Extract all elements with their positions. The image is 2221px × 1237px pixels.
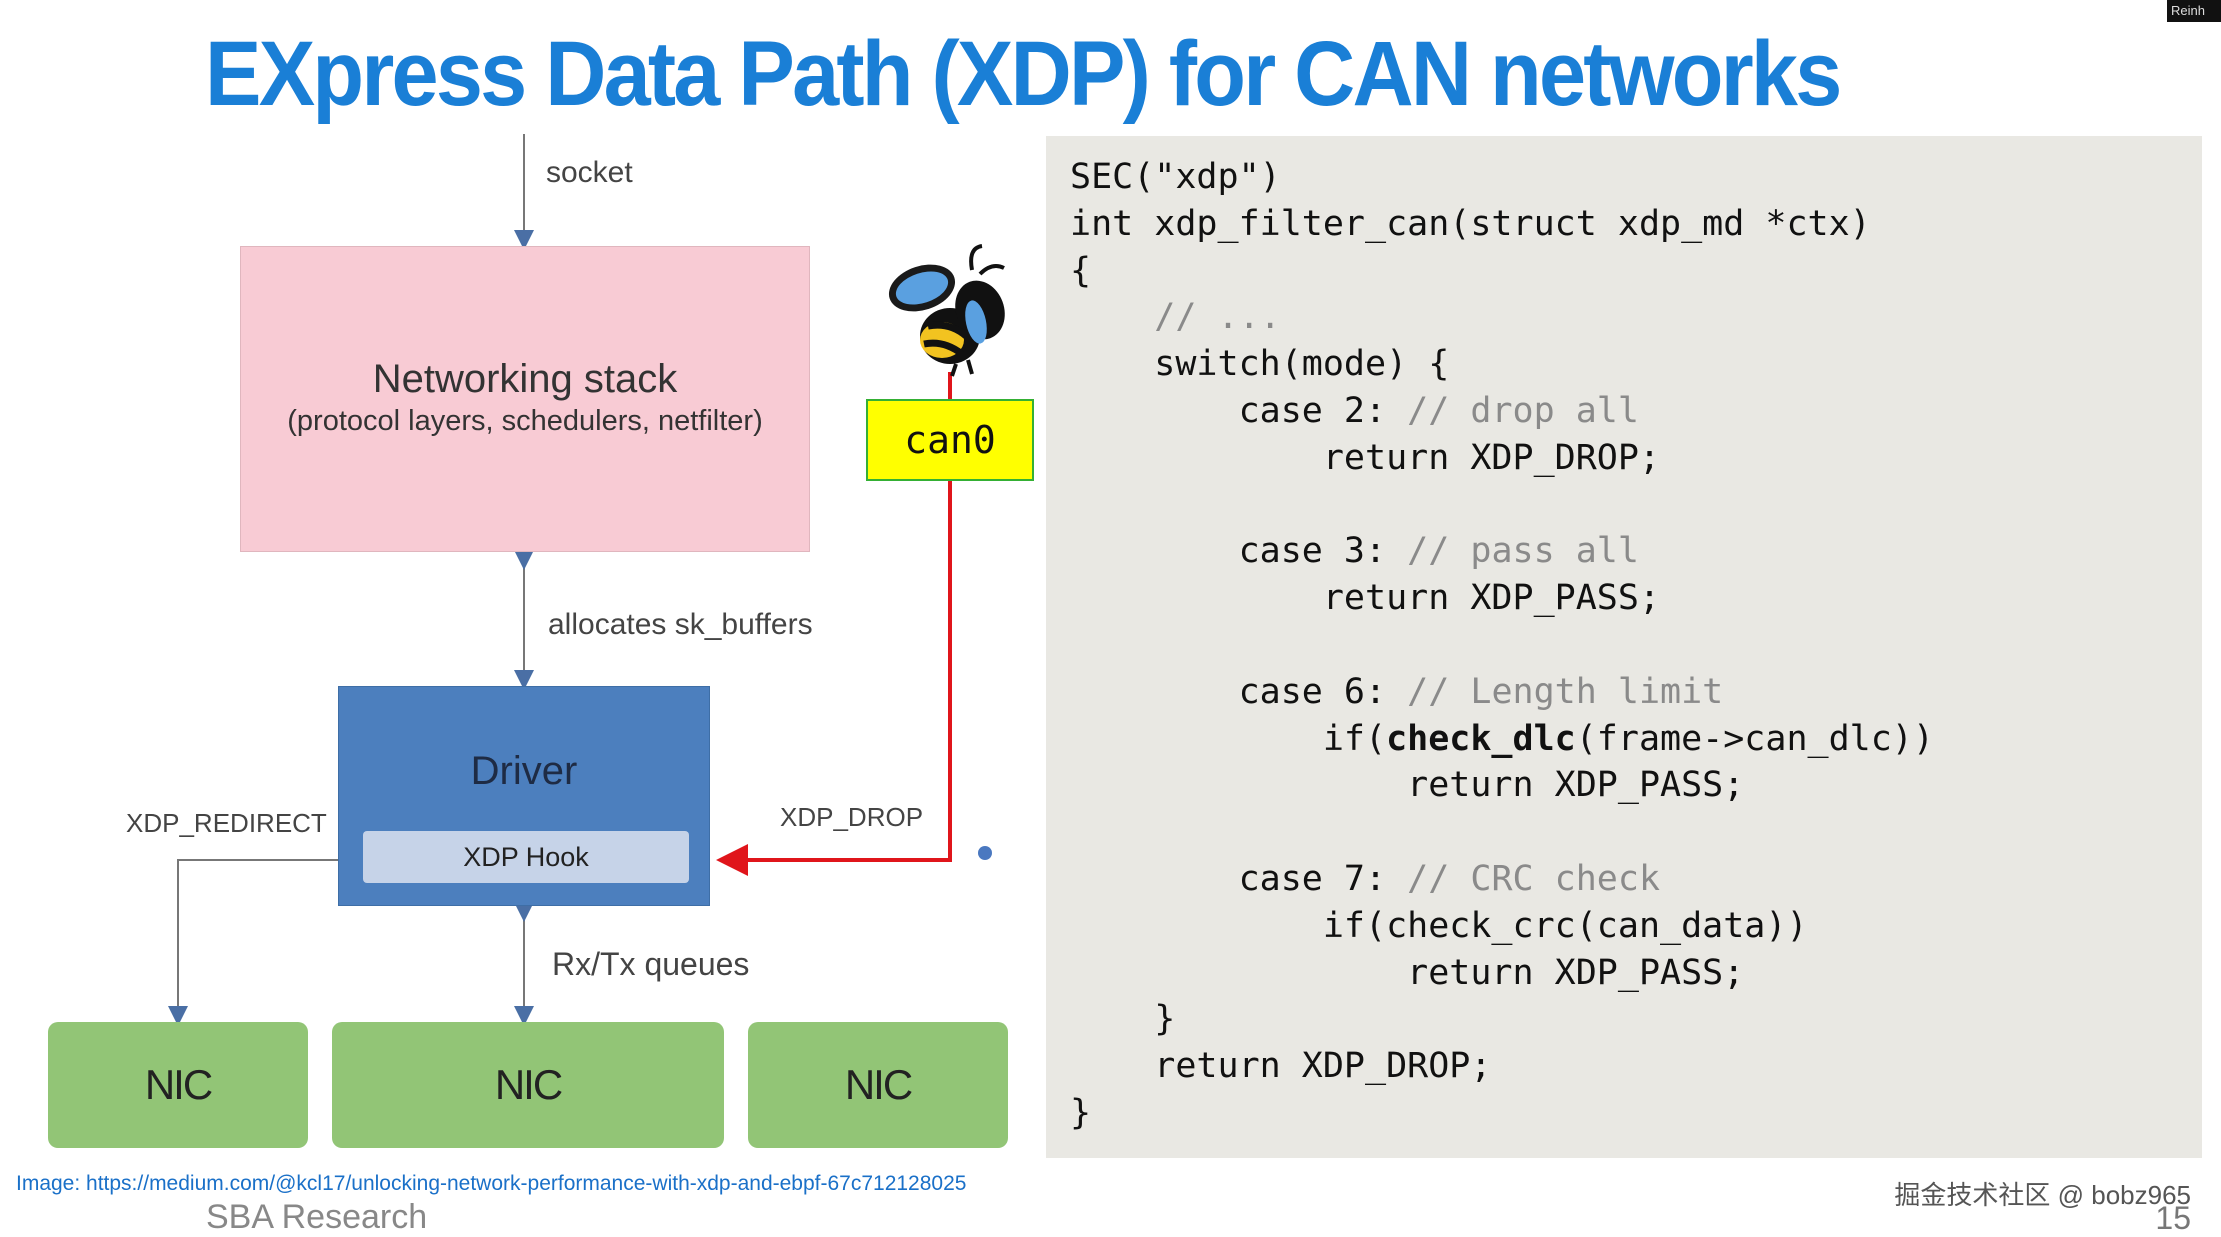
code-line	[1070, 482, 1934, 529]
code-token: return XDP_PASS;	[1070, 578, 1661, 619]
xdp-hook: XDP Hook	[363, 831, 689, 883]
driver-title: Driver	[470, 749, 578, 793]
drop-dot	[978, 846, 992, 860]
code-line: SEC("xdp")	[1070, 154, 1934, 201]
code-token: case 7:	[1070, 858, 1408, 899]
code-comment: // pass all	[1407, 531, 1639, 572]
code-token: {	[1070, 250, 1092, 291]
code-panel: SEC("xdp") int xdp_filter_can(struct xdp_…	[1046, 136, 2202, 1158]
code-line: }	[1070, 1090, 1934, 1137]
watermark: 掘金技术社区 @ bobz965	[1894, 1180, 2191, 1210]
code-line: if(check_crc(can_data))	[1070, 903, 1934, 950]
code-comment: // CRC check	[1407, 858, 1661, 899]
code-token: return XDP_PASS;	[1070, 952, 1745, 993]
diagram-connectors	[168, 134, 992, 1026]
code-token: int xdp_filter_can(struct xdp_md *ctx)	[1070, 203, 1871, 244]
code-comment: // drop all	[1407, 390, 1639, 431]
code-token: }	[1070, 999, 1176, 1040]
code-line: return XDP_PASS;	[1070, 575, 1934, 622]
xdp-redirect-label: XDP_REDIRECT	[126, 808, 327, 838]
code-token: check_dlc	[1386, 718, 1576, 759]
code-token: case 3:	[1070, 531, 1408, 572]
code-line: if(check_dlc(frame->can_dlc))	[1070, 716, 1934, 763]
code-line: switch(mode) {	[1070, 341, 1934, 388]
slide-title: EXpress Data Path (XDP) for CAN networks	[205, 23, 1842, 125]
code-token: switch(mode) {	[1070, 344, 1450, 385]
code-token: SEC("xdp")	[1070, 157, 1281, 197]
code-line: case 2: // drop all	[1070, 388, 1934, 435]
code-line: // ...	[1070, 294, 1934, 341]
can0-interface: can0	[866, 399, 1034, 481]
code-token: if(check_crc(can_data))	[1070, 905, 1808, 946]
code-line: {	[1070, 248, 1934, 295]
code-line	[1070, 622, 1934, 669]
ebpf-bee-icon	[888, 244, 1005, 377]
networking-stack-box: Networking stack (protocol layers, sched…	[240, 246, 810, 552]
code-line: case 6: // Length limit	[1070, 669, 1934, 716]
nic-center: NIC	[332, 1022, 724, 1148]
code-line: return XDP_PASS;	[1070, 950, 1934, 997]
xdp-redirect-arrow	[168, 859, 356, 1026]
code-token: case 2:	[1070, 390, 1408, 431]
networking-stack-subtitle: (protocol layers, schedulers, netfilter)	[287, 405, 763, 437]
socket-label: socket	[546, 156, 633, 189]
driver-box: Driver XDP Hook	[338, 686, 710, 906]
corner-tag: Reinh	[2167, 0, 2221, 22]
nic-left: NIC	[48, 1022, 308, 1148]
code-line: int xdp_filter_can(struct xdp_md *ctx)	[1070, 201, 1934, 248]
code-comment: // ...	[1154, 297, 1281, 338]
code-token	[1070, 297, 1154, 337]
rxtx-label: Rx/Tx queues	[552, 946, 750, 982]
nic-right: NIC	[748, 1022, 1008, 1148]
code-token: if(	[1070, 718, 1387, 759]
code-token: }	[1070, 1092, 1092, 1133]
code-token: return XDP_DROP;	[1070, 437, 1661, 478]
image-credit-link[interactable]: Image: https://medium.com/@kcl17/unlocki…	[16, 1172, 967, 1195]
code-line: }	[1070, 996, 1934, 1043]
code-line: return XDP_DROP;	[1070, 1043, 1934, 1090]
code-token: return XDP_PASS;	[1070, 765, 1745, 806]
code-token: (frame->can_dlc))	[1575, 718, 1934, 759]
code-block: SEC("xdp") int xdp_filter_can(struct xdp_…	[1070, 154, 1934, 1137]
code-line: return XDP_PASS;	[1070, 762, 1934, 809]
code-line	[1070, 809, 1934, 856]
networking-stack-title: Networking stack	[372, 357, 678, 401]
organization-label: SBA Research	[206, 1198, 428, 1236]
code-token: return XDP_DROP;	[1070, 1046, 1492, 1087]
page-number: 15	[2155, 1200, 2191, 1236]
code-line: return XDP_DROP;	[1070, 435, 1934, 482]
code-comment: // Length limit	[1407, 671, 1724, 712]
code-line: case 3: // pass all	[1070, 528, 1934, 575]
xdp-drop-path	[716, 481, 952, 876]
code-line: case 7: // CRC check	[1070, 856, 1934, 903]
code-token: case 6:	[1070, 671, 1408, 712]
allocates-label: allocates sk_buffers	[548, 608, 813, 641]
xdp-drop-label: XDP_DROP	[780, 802, 924, 832]
